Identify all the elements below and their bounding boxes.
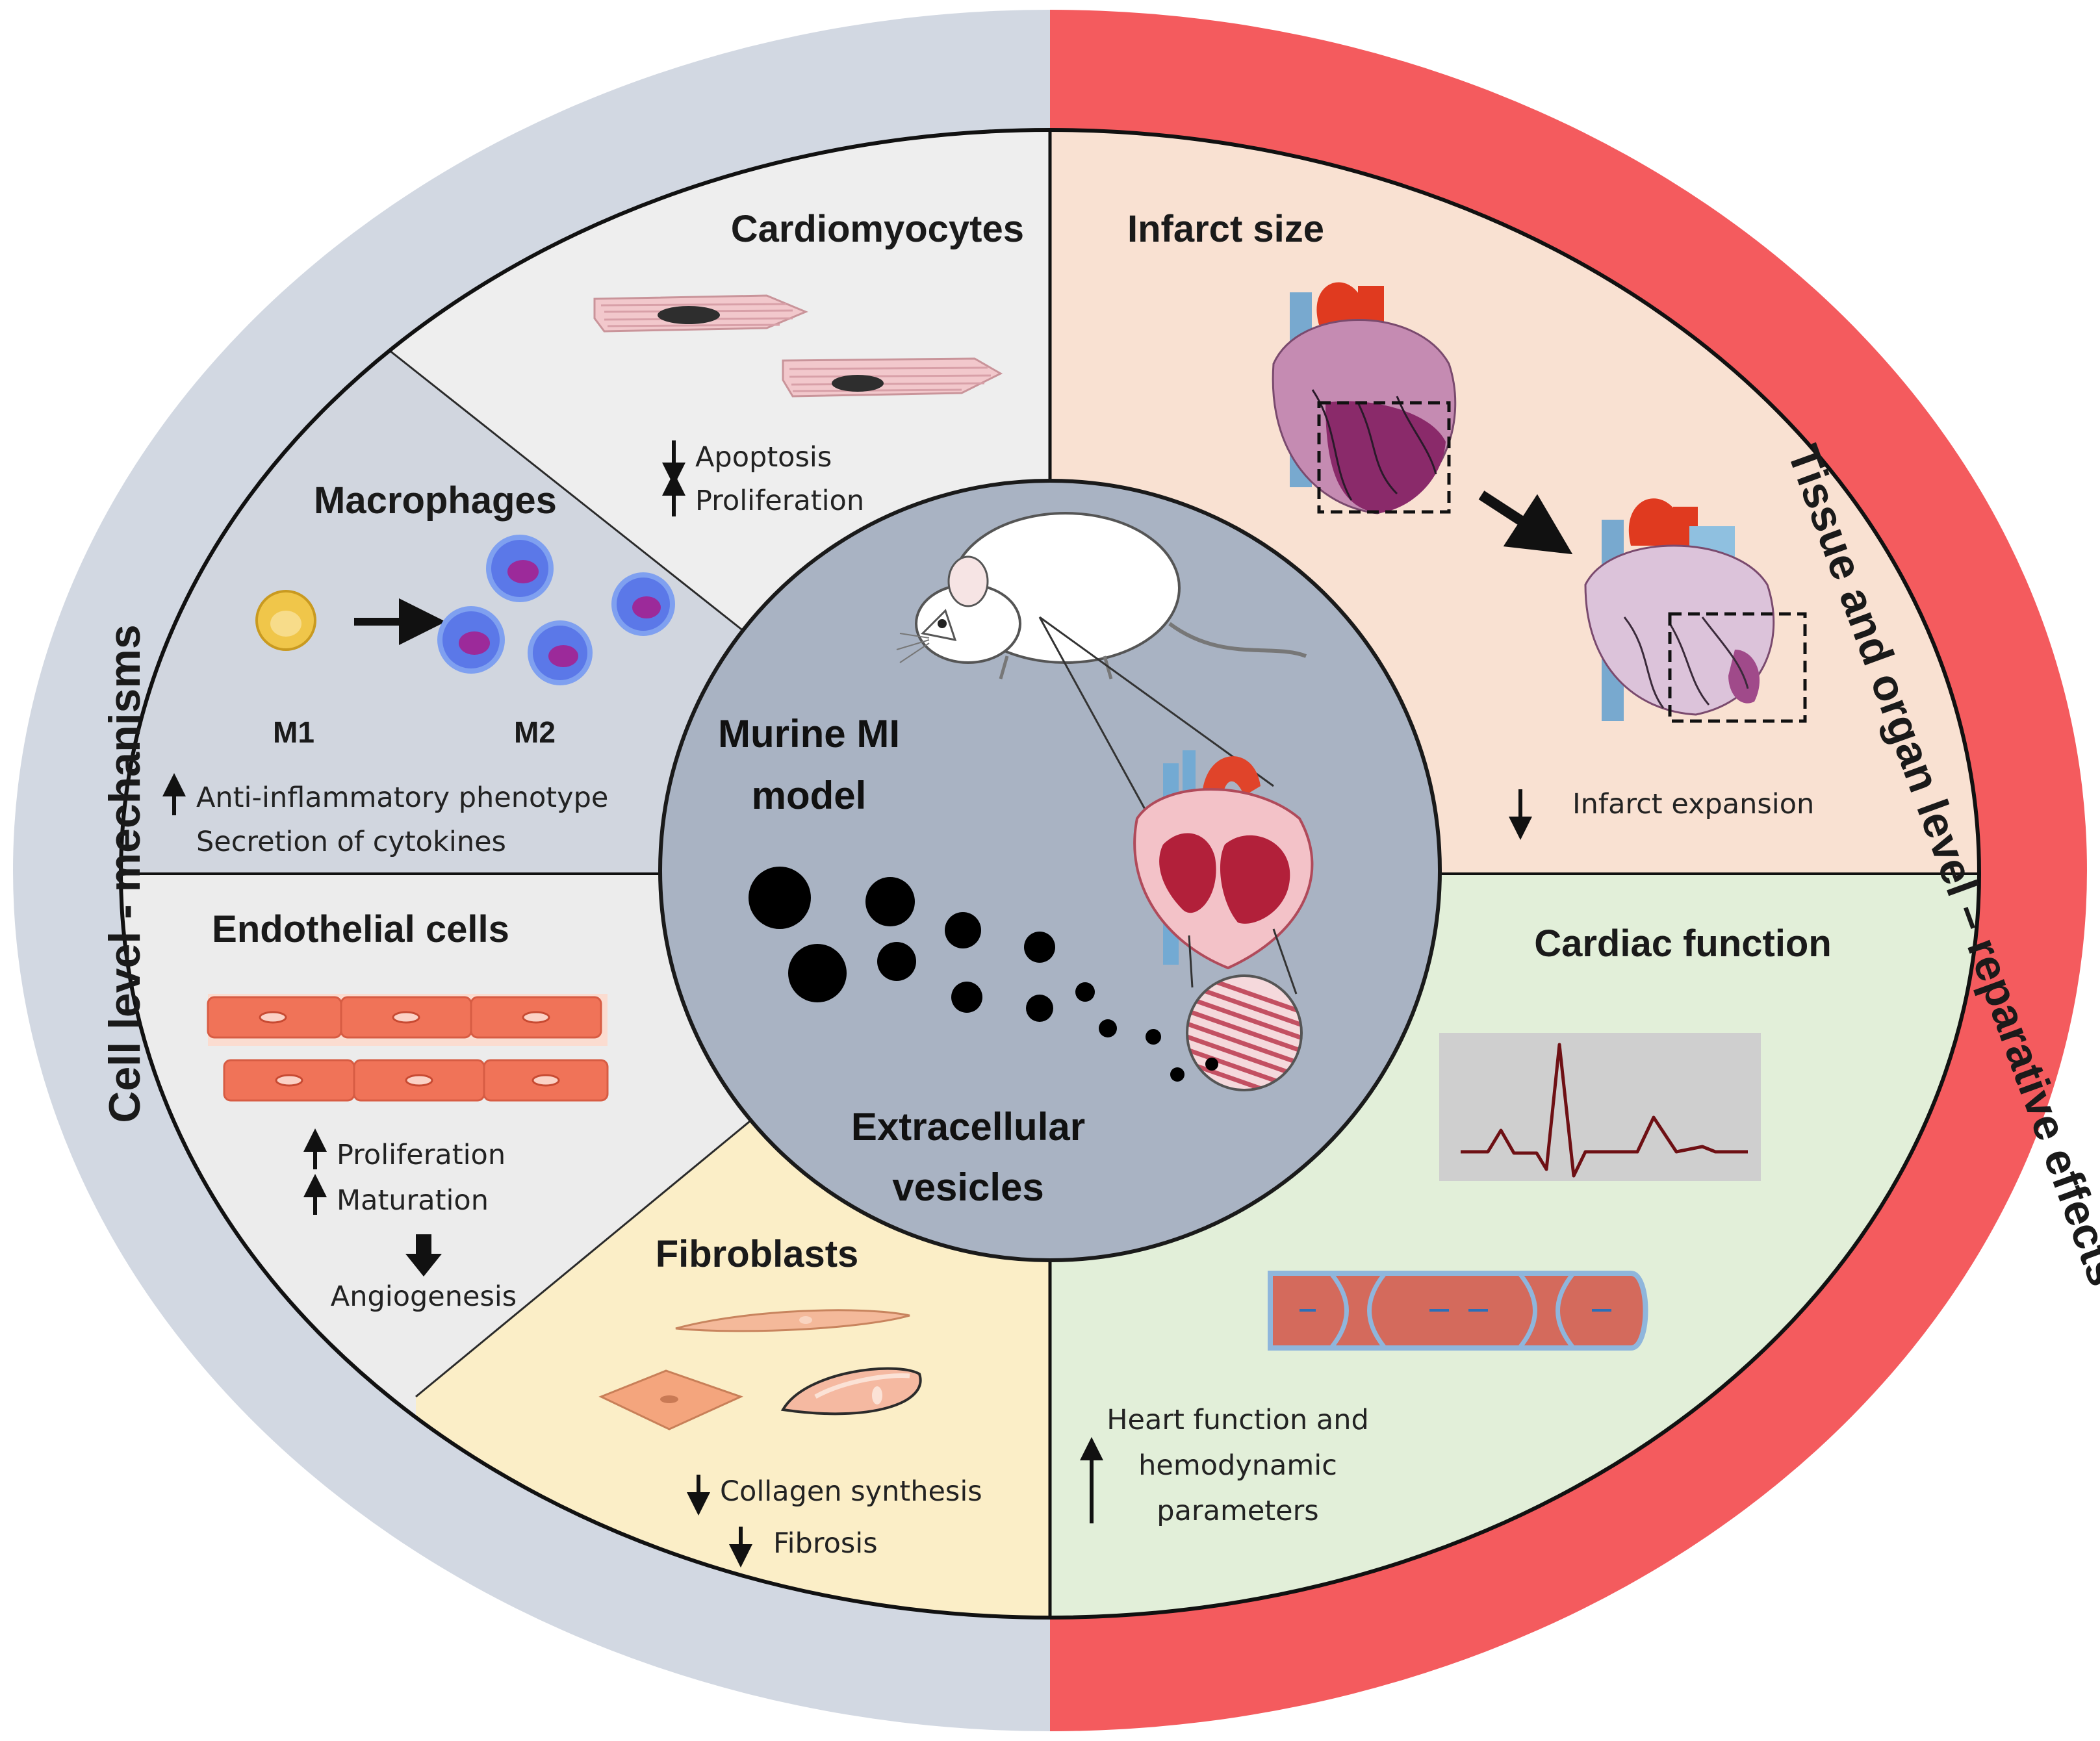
ev-dot — [1146, 1029, 1161, 1045]
left-ring-label: Cell level - mechanisms — [100, 624, 149, 1123]
arrow-down-icon — [405, 1234, 442, 1277]
ev-dot — [877, 942, 916, 981]
cardiac-title: Cardiac function — [1534, 922, 1832, 965]
cardiac-effect-line1: Heart function and — [1107, 1404, 1369, 1436]
center-title-line2: model — [752, 774, 867, 817]
fibroblast-cell-icon — [598, 1309, 922, 1430]
cardiomyocyte-cell-icon — [593, 294, 808, 333]
mouse-icon — [896, 512, 1307, 680]
ev-label-line1: Extracellular — [851, 1105, 1085, 1149]
heart-infarct-small-icon — [1584, 498, 1807, 723]
infarct-title: Infarct size — [1127, 208, 1324, 250]
m1-label: M1 — [273, 715, 314, 749]
m2-macrophage-icon — [437, 535, 675, 685]
macrophages-title: Macrophages — [314, 479, 557, 522]
angiogenesis-label: Angiogenesis — [331, 1280, 517, 1313]
center-title-line1: Murine MI — [718, 712, 900, 756]
cardiomyocytes-title: Cardiomyocytes — [731, 208, 1024, 250]
endothelial-cell-layer-icon — [207, 994, 609, 1102]
ev-dot — [1024, 932, 1055, 963]
cardiomyocytes-effect-1: Apoptosis — [695, 441, 832, 474]
endothelial-effect-2: Maturation — [337, 1184, 489, 1217]
endothelial-title: Endothelial cells — [212, 908, 509, 950]
ev-dot — [1099, 1019, 1117, 1037]
extracellular-vesicle-dots — [749, 867, 1218, 1082]
cardiac-effect-line3: parameters — [1157, 1495, 1318, 1527]
ev-dot — [1075, 982, 1095, 1002]
fibroblasts-effect-2: Fibrosis — [773, 1527, 878, 1560]
fibroblasts-effect-1: Collagen synthesis — [720, 1475, 982, 1508]
macrophages-effect-2: Secretion of cytokines — [196, 826, 506, 858]
m2-label: M2 — [514, 715, 556, 749]
macrophages-effect-1: Anti-inflammatory phenotype — [196, 782, 608, 814]
heart-section-icon — [1133, 750, 1314, 970]
fibroblasts-title: Fibroblasts — [656, 1233, 859, 1275]
blood-vessel-icon — [1268, 1271, 1648, 1351]
infarct-effect: Infarct expansion — [1572, 788, 1814, 820]
heart-infarct-large-icon — [1272, 282, 1457, 515]
ev-dot — [1026, 995, 1053, 1022]
cardiomyocyte-cell-icon — [782, 357, 1003, 398]
ev-dot — [788, 944, 847, 1002]
ev-dot — [1205, 1058, 1218, 1071]
cardiac-effect-line2: hemodynamic — [1138, 1449, 1337, 1482]
cardiomyocytes-effect-2: Proliferation — [695, 485, 864, 517]
ev-dot — [1170, 1067, 1184, 1082]
endothelial-effect-1: Proliferation — [337, 1139, 506, 1171]
ev-dot — [951, 982, 982, 1013]
ev-label-line2: vesicles — [892, 1165, 1044, 1209]
m1-macrophage-icon — [255, 590, 316, 651]
ev-dot — [945, 912, 981, 948]
ecg-icon — [1439, 1033, 1761, 1181]
ev-dot — [749, 867, 811, 929]
ev-dot — [865, 877, 915, 926]
